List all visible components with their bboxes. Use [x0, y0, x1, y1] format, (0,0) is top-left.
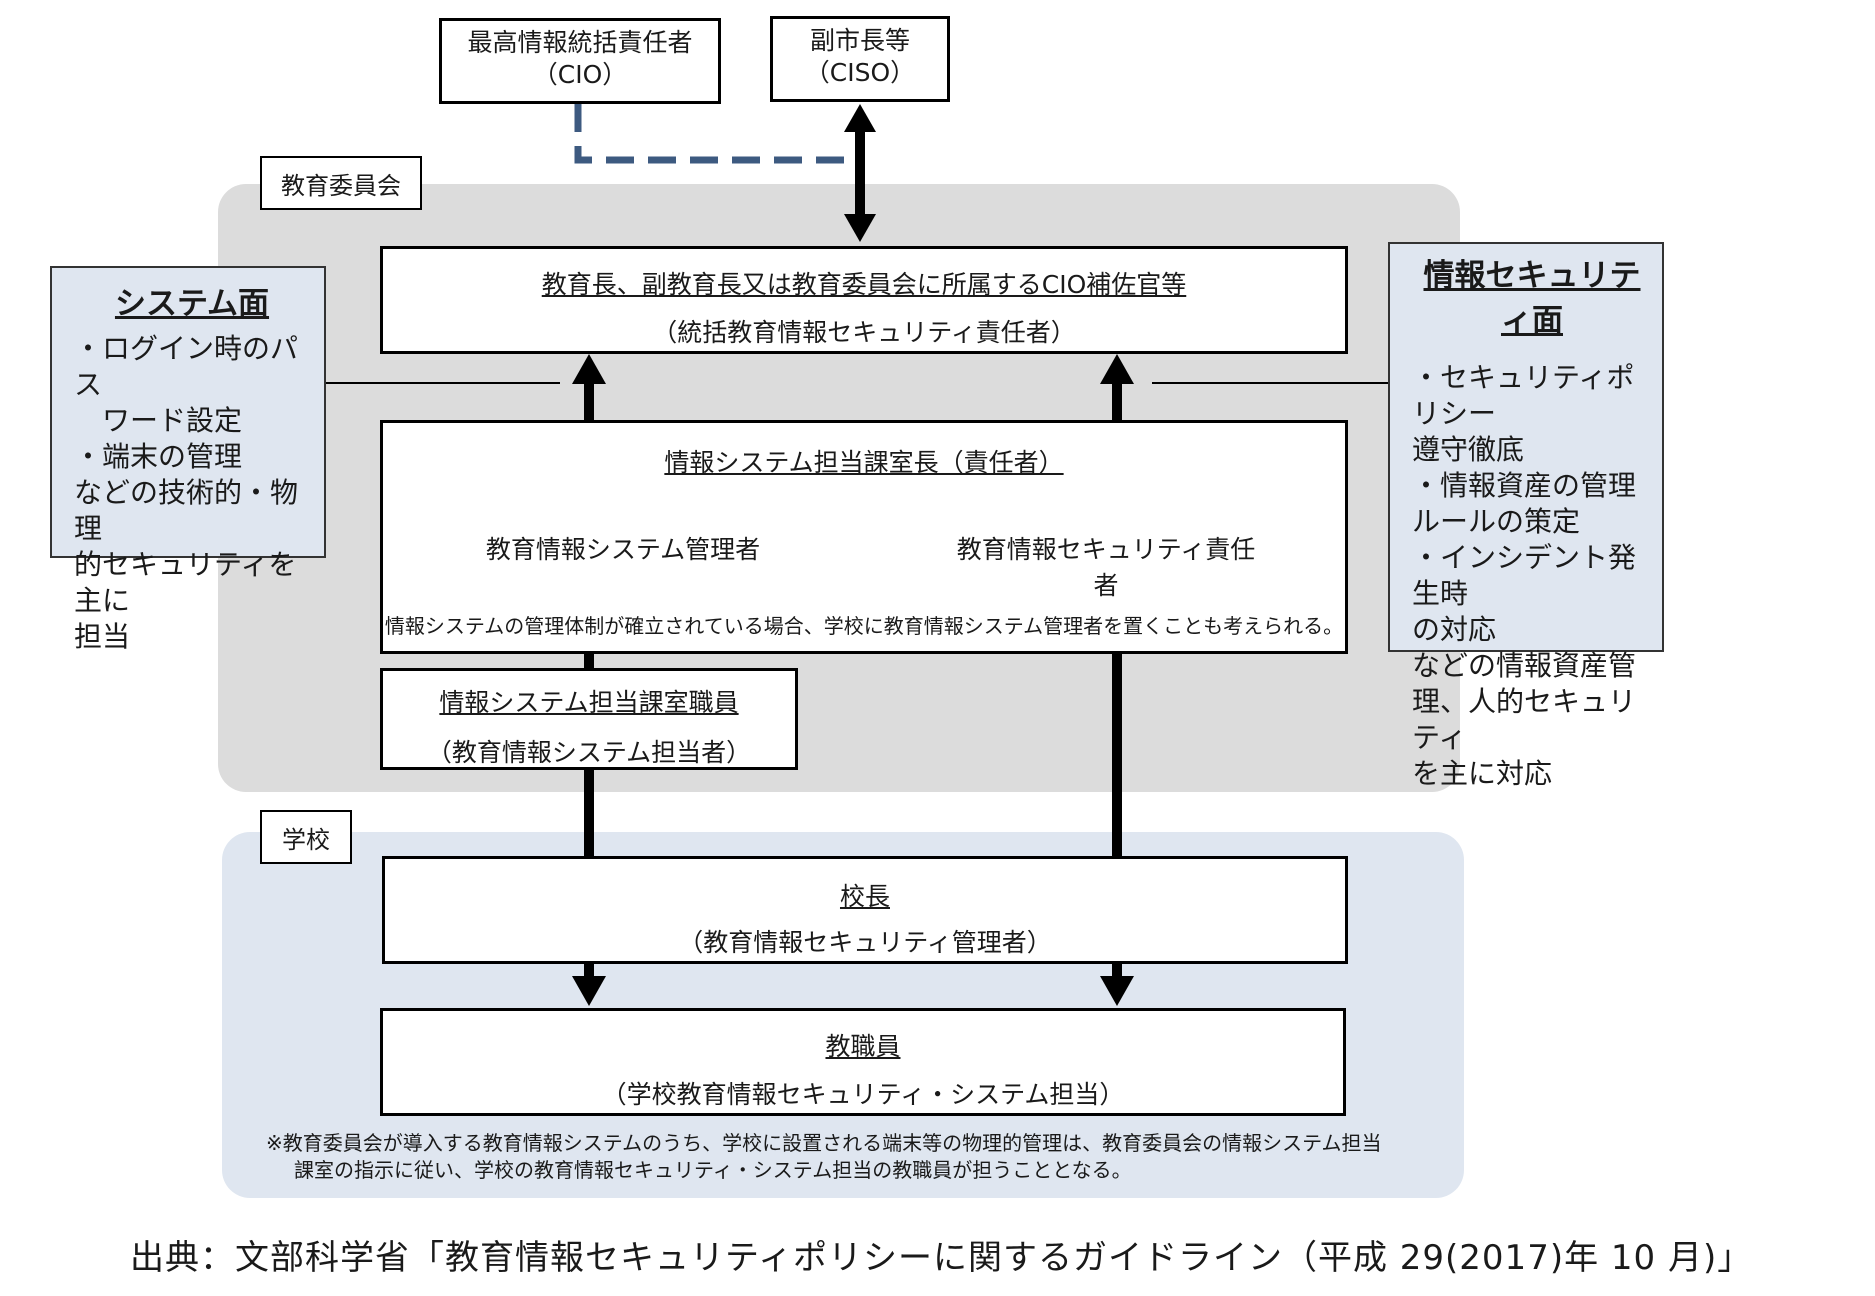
- ciso-box: 副市長等 （CISO）: [770, 16, 950, 102]
- section-staff-title: 情報システム担当課室職員: [439, 688, 739, 717]
- arrow-down-right: [1100, 976, 1134, 1006]
- cio-ciso-dashed-line: [574, 104, 860, 164]
- principal-title: 校長: [839, 882, 890, 911]
- system-aspect-line: などの技術的・物理: [74, 476, 299, 545]
- principal-box: 校長 （教育情報セキュリティ管理者）: [382, 856, 1348, 964]
- system-aspect-list: ・ログイン時のパス ワード設定 ・端末の管理 などの技術的・物理 的セキュリティ…: [74, 331, 310, 655]
- section-staff-subtitle: （教育情報システム担当者）: [426, 738, 752, 767]
- system-aspect-line: ・ログイン時のパス: [74, 332, 299, 401]
- superintendent-subtitle: （統括教育情報セキュリティ責任者）: [652, 318, 1076, 347]
- system-aspect-line: ワード設定: [74, 404, 243, 437]
- system-aspect-panel: システム面 ・ログイン時のパス ワード設定 ・端末の管理 などの技術的・物理 的…: [50, 266, 326, 653]
- arrow-up-left: [572, 354, 606, 384]
- security-aspect-line: ・セキュリティポリシー: [1412, 361, 1635, 430]
- teachers-title: 教職員: [825, 1032, 901, 1061]
- system-aspect-line: 的セキュリティを主に: [74, 548, 297, 617]
- security-aspect-line: 理、人的セキュリティ: [1412, 685, 1637, 754]
- security-aspect-line: ルールの策定: [1412, 505, 1581, 538]
- security-aspect-line: ・インシデント発生時: [1412, 541, 1637, 610]
- arrow-up-right: [1100, 354, 1134, 384]
- board-label: 教育委員会: [260, 156, 422, 210]
- system-aspect-line: 担当: [74, 620, 131, 653]
- security-aspect-list: ・セキュリティポリシー 遵守徹底 ・情報資産の管理 ルールの策定 ・インシデント…: [1412, 360, 1652, 792]
- cio-line1: 最高情報統括責任者: [467, 28, 693, 57]
- ciso-line1: 副市長等: [809, 26, 910, 55]
- section-head-box: 情報システム担当課室長（責任者）: [380, 420, 1348, 654]
- role-security-officer: 教育情報セキュリティ責任者: [956, 535, 1256, 600]
- source-citation: 出典：文部科学省「教育情報セキュリティポリシーに関するガイドライン（平成 29(…: [130, 1238, 1753, 1278]
- teachers-box: 教職員 （学校教育情報セキュリティ・システム担当）: [380, 1008, 1346, 1116]
- security-aspect-line: を主に対応: [1412, 757, 1553, 790]
- system-aspect-line: ・端末の管理: [74, 440, 243, 473]
- footnote: ※教育委員会が導入する教育情報システムのうち、学校に設置される端末等の物理的管理…: [266, 1130, 1456, 1184]
- superintendent-box: 教育長、副教育長又は教育委員会に所属するCIO補佐官等 （統括教育情報セキュリテ…: [380, 246, 1348, 354]
- school-label: 学校: [260, 810, 352, 864]
- section-staff-box: 情報システム担当課室職員 （教育情報システム担当者）: [380, 668, 798, 770]
- section-head-note: 情報システムの管理体制が確立されている場合、学校に教育情報システム管理者を置くこ…: [384, 614, 1344, 638]
- security-aspect-line: などの情報資産管: [1412, 649, 1637, 682]
- superintendent-title: 教育長、副教育長又は教育委員会に所属するCIO補佐官等: [541, 270, 1187, 299]
- security-aspect-line: 遵守徹底: [1412, 433, 1525, 466]
- teachers-subtitle: （学校教育情報セキュリティ・システム担当）: [601, 1080, 1125, 1109]
- ciso-line2: （CISO）: [804, 58, 916, 87]
- system-aspect-heading: システム面: [114, 286, 270, 322]
- security-aspect-line: ・情報資産の管理: [1412, 469, 1637, 502]
- role-system-admin: 教育情報システム管理者: [485, 535, 761, 564]
- arrow-down-left: [572, 976, 606, 1006]
- cio-box: 最高情報統括責任者 （CIO）: [439, 18, 721, 104]
- security-aspect-heading: 情報セキュリティ面: [1423, 258, 1641, 339]
- security-aspect-panel: 情報セキュリティ面 ・セキュリティポリシー 遵守徹底 ・情報資産の管理 ルールの…: [1388, 242, 1664, 790]
- footnote-line2: 課室の指示に従い、学校の教育情報セキュリティ・システム担当の教職員が担うこととな…: [294, 1158, 1132, 1182]
- principal-subtitle: （教育情報セキュリティ管理者）: [678, 928, 1052, 957]
- footnote-line1: ※教育委員会が導入する教育情報システムのうち、学校に設置される端末等の物理的管理…: [266, 1131, 1382, 1155]
- security-aspect-line: の対応: [1412, 613, 1497, 646]
- cio-line2: （CIO）: [532, 60, 628, 89]
- section-head-title: 情報システム担当課室長（責任者）: [664, 448, 1064, 477]
